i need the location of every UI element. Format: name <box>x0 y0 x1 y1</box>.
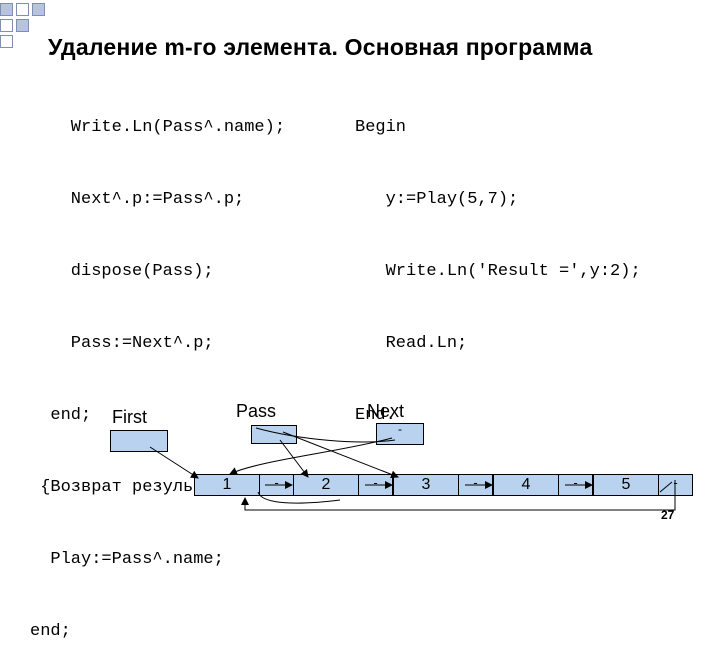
list-node-4: 4 - <box>493 474 593 496</box>
node-pointer: - <box>274 475 279 490</box>
code-line: Begin <box>355 118 407 137</box>
page-number: 27 <box>661 508 675 522</box>
code-line: end; <box>30 622 71 641</box>
arrow-first-to-node1 <box>149 446 199 479</box>
arrow-pass-to-node2 <box>279 439 309 478</box>
decor-square <box>16 3 29 16</box>
arrow-pass-cross <box>255 427 396 443</box>
list-node-1: 1 - <box>194 474 294 496</box>
code-line: Pass:=Next^.p; <box>30 334 214 353</box>
list-node-2: 2 - <box>293 474 393 496</box>
decor-square <box>32 3 45 16</box>
node-pointer: - <box>473 475 478 490</box>
code-right: Begin y:=Play(5,7); Write.Ln('Result =',… <box>355 68 641 452</box>
label-next: Next <box>367 401 405 421</box>
code-line: Write.Ln(Pass^.name); <box>30 118 286 137</box>
code-line: y:=Play(5,7); <box>355 190 519 209</box>
code-line: Read.Ln; <box>355 334 468 353</box>
arrow-node1-bypass <box>257 491 341 504</box>
node-value: 3 <box>394 475 459 495</box>
decor-square <box>0 19 13 32</box>
arrow-node5-pointer <box>659 481 673 493</box>
node-pointer: - <box>573 475 578 490</box>
arrow-pass-to-node3 <box>282 431 399 479</box>
decor-square <box>0 35 13 48</box>
label-pass: Pass <box>236 401 277 421</box>
label-first: First <box>112 407 147 427</box>
node-pointer: - <box>373 475 378 490</box>
arrow-next-to-node3 <box>229 437 393 475</box>
slide-title: Удаление m-го элемента. Основная програм… <box>48 34 593 60</box>
code-line: Write.Ln('Result =',y:2); <box>355 262 641 281</box>
node-value: 1 <box>195 475 260 495</box>
code-line: Play:=Pass^.name; <box>30 550 224 569</box>
code-line: End. <box>355 406 396 425</box>
diagram-arrows <box>149 427 676 511</box>
node-value: 2 <box>294 475 359 495</box>
code-line: dispose(Pass); <box>30 262 214 281</box>
node-value: 4 <box>494 475 559 495</box>
code-line: end; <box>30 406 92 425</box>
arrow-node5-to-node1 <box>241 480 676 511</box>
node-value: 5 <box>594 475 659 495</box>
list-node-5: 5 - <box>593 474 693 496</box>
decor-square <box>16 19 29 32</box>
first-pointer-box <box>110 430 168 452</box>
code-line: Next^.p:=Pass^.p; <box>30 190 245 209</box>
decor-square <box>0 3 13 16</box>
